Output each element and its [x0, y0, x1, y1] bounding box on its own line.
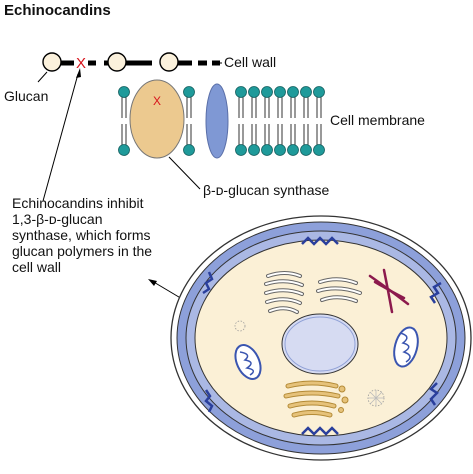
glucan-pointer-line	[37, 71, 48, 83]
golgi-vesicles	[338, 385, 349, 413]
cell-wall-label: Cell wall	[224, 54, 277, 70]
wall-zigzag	[301, 236, 339, 246]
golgi-apparatus	[283, 380, 341, 418]
lipid-head	[235, 144, 247, 156]
nucleus	[281, 313, 359, 375]
description-line: cell wall	[12, 259, 62, 275]
enzyme-x-mark: X	[153, 94, 161, 108]
wall-zigzag	[204, 389, 214, 413]
glucan-bead	[107, 52, 127, 72]
wall-zigzag	[301, 426, 339, 436]
enzyme-pointer-line	[168, 156, 201, 190]
cell-wall-chain: X	[42, 52, 220, 72]
membrane-protein	[205, 83, 229, 159]
lipid-head	[313, 144, 325, 156]
lipid-head	[235, 86, 247, 98]
wall-zigzag	[429, 281, 442, 304]
mitochondrion-right	[393, 326, 419, 368]
lipid-head	[287, 86, 299, 98]
lipid-head	[118, 86, 130, 98]
glucan-bead	[159, 52, 179, 72]
enzyme-label: β-ᴅ-glucan synthase	[203, 182, 330, 198]
wall-zigzag	[429, 382, 439, 406]
centrosome	[368, 390, 384, 406]
lipid-head	[300, 86, 312, 98]
inhibit-arrowhead	[76, 68, 81, 78]
lipid-head	[261, 144, 273, 156]
lipid-head	[183, 144, 195, 156]
inhibit-arrow-line	[42, 73, 79, 202]
cell-membrane-bilayer	[118, 86, 325, 156]
lipid-head	[313, 86, 325, 98]
er-lumen	[265, 272, 303, 313]
description-line: synthase, which forms	[12, 227, 151, 243]
description-line: 1,3-β-ᴅ-glucan	[12, 211, 103, 227]
mitochondrion-left	[234, 344, 262, 380]
fungal-cell	[170, 215, 472, 461]
page-title: Echinocandins	[4, 2, 111, 19]
lipid-head	[261, 86, 273, 98]
lipid-head	[248, 144, 260, 156]
description-line: Echinocandins inhibit	[12, 195, 144, 211]
inhibition-x-mark: X	[76, 55, 86, 72]
lipid-head	[183, 86, 195, 98]
lipid-head	[118, 144, 130, 156]
glucan-label: Glucan	[4, 88, 49, 104]
lipid-head	[248, 86, 260, 98]
cell-arrowhead	[148, 279, 157, 286]
glucan-bead	[42, 52, 62, 72]
cell-membrane-label: Cell membrane	[330, 112, 425, 128]
er-stack-right-lumen	[317, 278, 361, 302]
wall-zigzag	[202, 271, 214, 295]
description-line: glucan polymers in the	[12, 243, 153, 259]
lipid-head	[274, 144, 286, 156]
microtubules	[368, 268, 410, 314]
lipid-head	[274, 86, 286, 98]
lipid-head	[287, 144, 299, 156]
description-text: Echinocandins inhibit 1,3-β-ᴅ-glucan syn…	[12, 195, 152, 275]
glucan-synthase-enzyme	[129, 79, 185, 159]
nucleus-envelope	[284, 316, 356, 372]
lipid-head	[300, 144, 312, 156]
